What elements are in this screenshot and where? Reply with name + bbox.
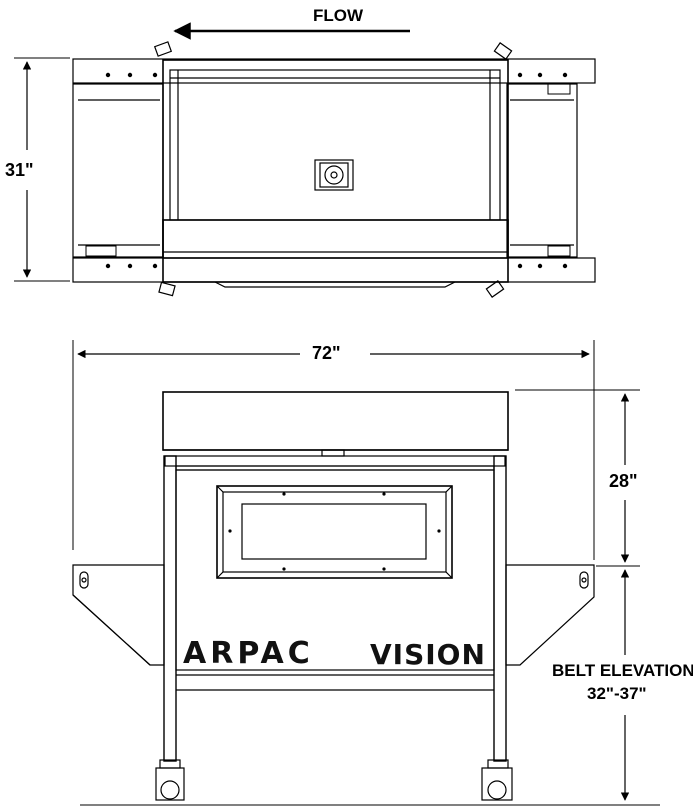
right-leg: [493, 455, 507, 762]
left-leg: [163, 455, 177, 762]
front-view: [72, 340, 660, 806]
belt-elevation-title: BELT ELEVATION: [552, 661, 693, 680]
top-view: [14, 22, 596, 298]
side-plates: [72, 564, 595, 666]
bottom-rail: [72, 257, 596, 283]
left-belt-end: [72, 83, 164, 258]
detector-icon: [314, 159, 354, 191]
front-panel: [162, 219, 509, 259]
right-belt-end: [506, 83, 578, 258]
hood: [162, 391, 509, 451]
top-rail: [72, 58, 596, 84]
belt-elevation-range: 32"-37": [587, 684, 647, 703]
rail-bolts: [105, 72, 568, 269]
depth-dimension-label: 31": [5, 160, 34, 180]
casters-top-view: [153, 41, 513, 298]
height-dimension-label: 28": [609, 471, 638, 491]
aperture-window: [216, 485, 453, 579]
housing-top-view: [162, 59, 509, 283]
body-panel: [175, 469, 495, 671]
brand-logo-vision: VISION: [370, 638, 486, 671]
brand-logo-arpac: ARPAC: [183, 636, 314, 671]
flow-label: FLOW: [313, 6, 364, 25]
casters-front-view: [155, 759, 513, 801]
width-dimension-label: 72": [312, 343, 341, 363]
